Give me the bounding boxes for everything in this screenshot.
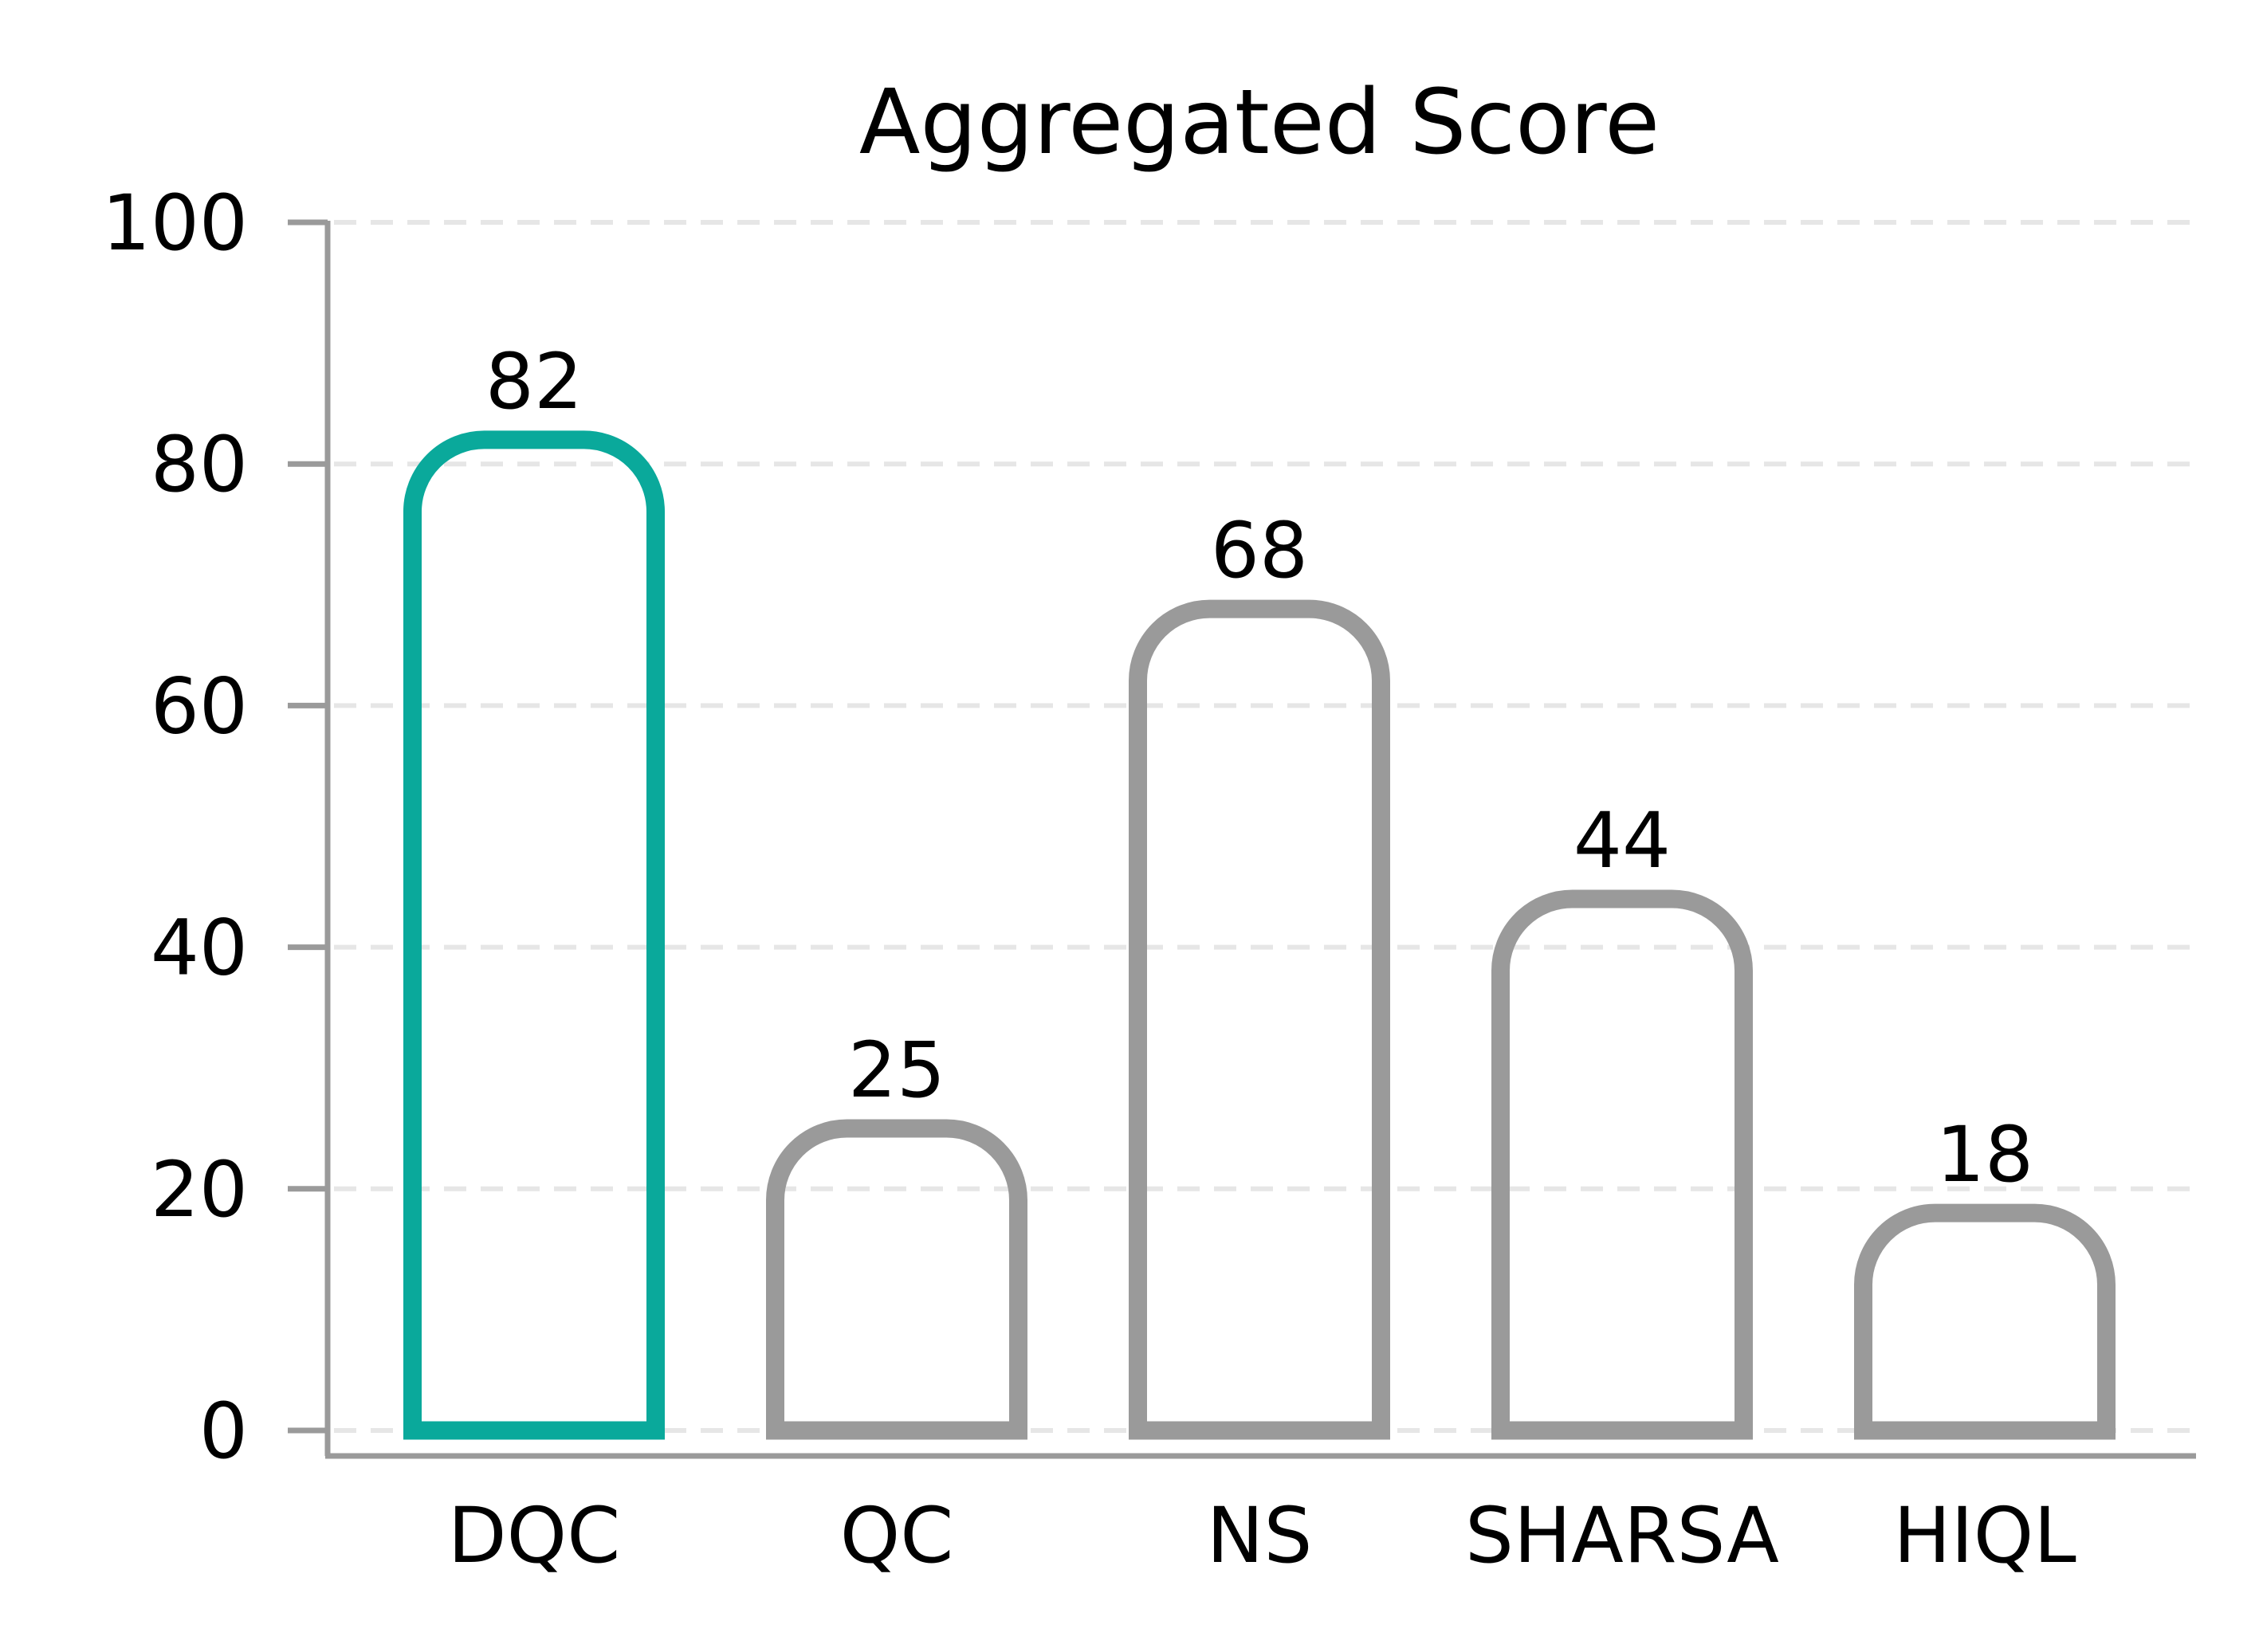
bar-sharsa xyxy=(1491,889,1753,1440)
bar-dqc xyxy=(403,430,665,1440)
bar-ns xyxy=(1129,599,1390,1440)
bars xyxy=(403,430,2116,1440)
y-tick-label: 80 xyxy=(151,420,248,509)
x-tick-label: DQC xyxy=(448,1491,621,1580)
value-label: 68 xyxy=(1211,506,1308,595)
x-axis-ticks: DQC QC NS SHARSA HIQL xyxy=(448,1491,2076,1580)
value-label: 25 xyxy=(848,1026,945,1115)
x-tick-label: HIQL xyxy=(1893,1491,2076,1580)
x-tick-label: QC xyxy=(840,1491,954,1580)
y-axis-ticks: 0 20 40 60 80 100 xyxy=(102,179,328,1476)
x-tick-label: SHARSA xyxy=(1465,1491,1779,1580)
y-tick-label: 60 xyxy=(151,661,248,751)
gridlines xyxy=(334,220,2196,1433)
value-labels: 82 25 68 44 18 xyxy=(485,337,2033,1199)
y-tick-label: 100 xyxy=(102,179,248,268)
y-tick-label: 0 xyxy=(199,1387,248,1476)
bar-hiql xyxy=(1854,1203,2116,1440)
y-tick-label: 20 xyxy=(151,1145,248,1234)
value-label: 82 xyxy=(485,337,583,426)
value-label: 18 xyxy=(1936,1110,2033,1199)
y-tick-label: 40 xyxy=(151,904,248,993)
x-tick-label: NS xyxy=(1207,1491,1313,1580)
axes xyxy=(324,221,2196,1459)
value-label: 44 xyxy=(1573,796,1671,885)
bar-qc xyxy=(766,1119,1027,1440)
chart-title: Aggregated Score xyxy=(859,71,1660,175)
